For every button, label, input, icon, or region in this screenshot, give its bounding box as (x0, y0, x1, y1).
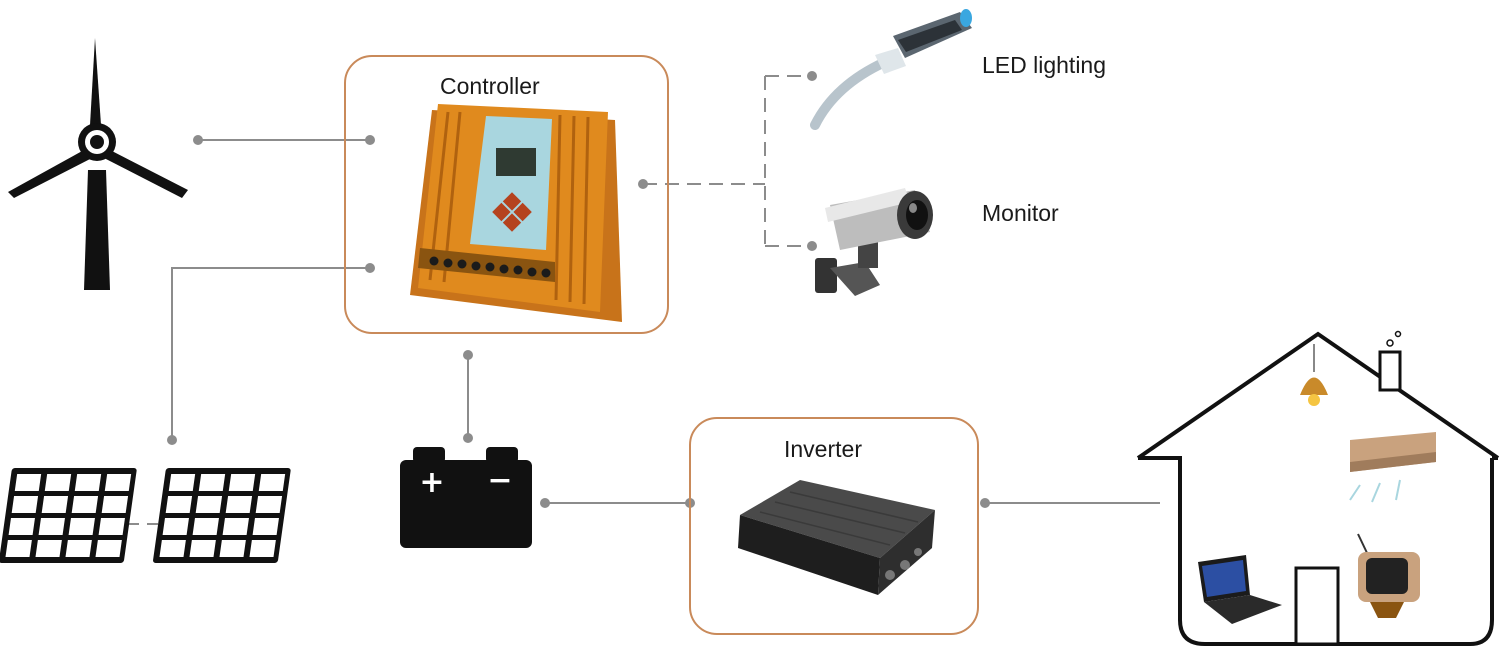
connections (125, 75, 1160, 525)
house-icon (1136, 330, 1500, 646)
led-lighting-label: LED lighting (982, 52, 1107, 78)
charge-controller-icon (410, 104, 622, 322)
connection-dots (167, 71, 990, 508)
inverter-icon (738, 480, 935, 595)
inverter-box (689, 417, 979, 635)
solar-panel-icon (0, 468, 291, 563)
load-dashed-lines (125, 75, 812, 525)
controller-box (344, 55, 669, 334)
battery-minus: − (487, 463, 512, 498)
inverter-label: Inverter (784, 436, 862, 462)
monitor-label: Monitor (982, 200, 1059, 226)
controller-label: Controller (440, 73, 540, 99)
battery-icon: + − (400, 447, 532, 548)
street-light-icon (810, 9, 972, 130)
solar-to-controller-line (171, 267, 370, 440)
battery-plus: + (419, 465, 444, 500)
security-camera-icon (815, 188, 933, 296)
wind-turbine-icon (8, 38, 188, 290)
